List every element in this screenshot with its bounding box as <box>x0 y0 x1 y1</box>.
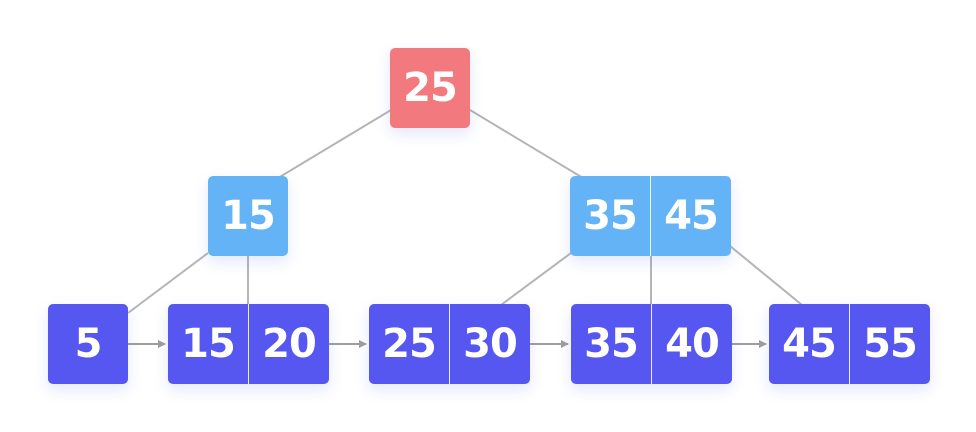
edge-internal-35-45-to-leaf-45-55 <box>729 245 803 306</box>
leaf-key: 15 <box>181 321 236 367</box>
leaf-key: 55 <box>849 304 930 384</box>
leaf-node-45-55: 45 55 <box>769 304 930 384</box>
leaf-node-25-30: 25 30 <box>369 304 530 384</box>
leaf-key: 20 <box>248 304 329 384</box>
leaf-key: 35 <box>584 321 639 367</box>
edge-root-to-internal-15 <box>277 109 392 179</box>
root-node: 25 <box>390 48 470 128</box>
internal-node-15: 15 <box>208 176 288 256</box>
edge-internal-15-to-leaf-5 <box>127 252 209 314</box>
internal-key: 15 <box>221 193 276 239</box>
leaf-node-15-20: 15 20 <box>168 304 329 384</box>
root-key: 25 <box>403 65 458 111</box>
internal-key: 45 <box>650 176 731 256</box>
edge-root-to-internal-35-45 <box>469 109 584 179</box>
leaf-key: 25 <box>382 321 437 367</box>
leaf-key: 30 <box>449 304 530 384</box>
internal-node-35-45: 35 45 <box>570 176 731 256</box>
leaf-key: 5 <box>74 321 103 367</box>
edge-internal-35-45-to-leaf-25-30 <box>500 252 572 306</box>
leaf-key: 45 <box>782 321 837 367</box>
internal-key: 35 <box>583 193 638 239</box>
leaf-key: 40 <box>651 304 732 384</box>
leaf-node-5: 5 <box>48 304 128 384</box>
leaf-node-35-40: 35 40 <box>571 304 732 384</box>
